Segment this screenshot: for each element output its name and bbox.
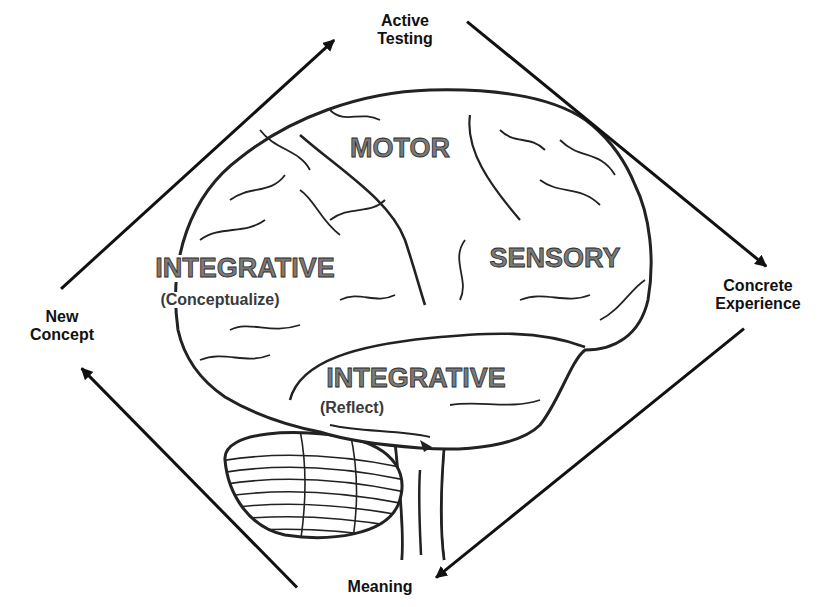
stage-text-block: Concrete Experience bbox=[709, 277, 807, 314]
brain-stem-outline bbox=[395, 436, 445, 560]
region-label: SENSORY bbox=[487, 245, 622, 272]
cycle-stage: Active Testing bbox=[360, 8, 450, 53]
lateral-fissure bbox=[290, 334, 585, 400]
stage-text-block: Active Testing bbox=[366, 12, 444, 49]
cycle-arrow bbox=[467, 22, 766, 267]
stage-label-text: Concrete Experience bbox=[709, 277, 807, 314]
brain-stem-fill bbox=[395, 436, 445, 560]
cycle-arrow bbox=[82, 368, 297, 587]
pons-mark bbox=[420, 440, 432, 452]
region-label: INTEGRATIVE bbox=[153, 255, 337, 282]
cycle-arrow bbox=[61, 40, 334, 289]
stage-label-text: Active Testing bbox=[366, 12, 444, 49]
region-sublabel: (Conceptualize) bbox=[158, 292, 281, 308]
region-label: INTEGRATIVE bbox=[324, 365, 508, 392]
cerebellum-folds bbox=[215, 430, 405, 545]
brain-stem bbox=[395, 436, 445, 560]
stage-label-text: New Concept bbox=[23, 308, 101, 345]
stage-text-block: New Concept bbox=[23, 308, 101, 345]
region-sublabel: (Reflect) bbox=[318, 400, 386, 416]
stage-label-text: Meaning bbox=[348, 578, 413, 596]
cerebellum bbox=[225, 433, 402, 538]
cycle-stage: New Concept bbox=[19, 304, 105, 349]
stage-text-block: Meaning bbox=[348, 578, 413, 596]
cycle-stage: Meaning bbox=[308, 576, 425, 598]
postcentral-sulcus bbox=[469, 115, 520, 220]
cycle-stage: Concrete Experience bbox=[705, 273, 811, 318]
region-label: MOTOR bbox=[348, 135, 452, 162]
